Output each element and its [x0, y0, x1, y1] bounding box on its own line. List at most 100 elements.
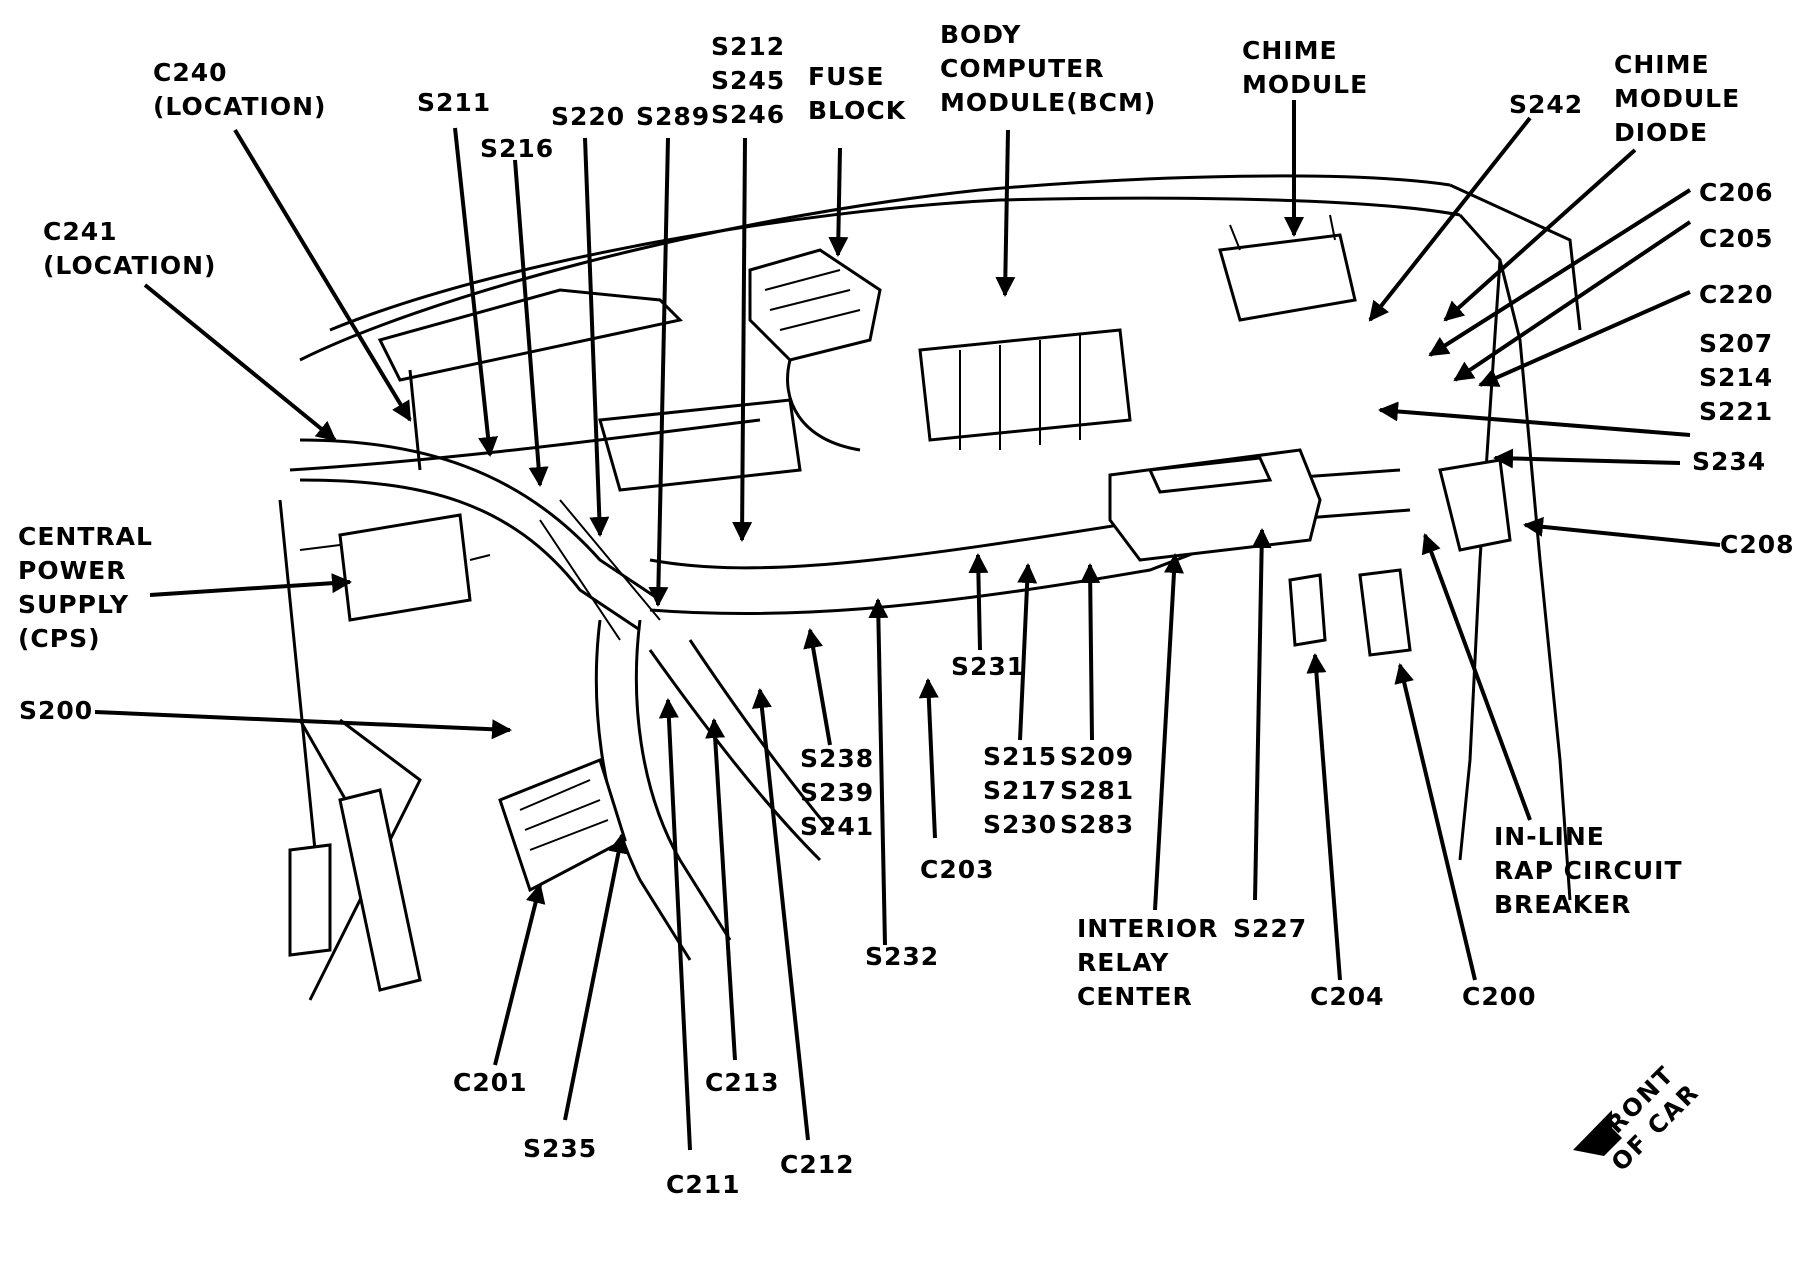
label-line: S200: [19, 696, 94, 725]
label-line: IN-LINE: [1494, 822, 1605, 851]
label-s200: S200: [19, 694, 93, 728]
label-line: S289: [636, 102, 711, 131]
label-line: SUPPLY: [18, 590, 130, 619]
label-line: C203: [920, 855, 995, 884]
label-c200: C200: [1462, 980, 1537, 1014]
label-line: MODULE: [1614, 84, 1741, 113]
label-line: (LOCATION): [43, 251, 217, 280]
label-c201: C201: [453, 1066, 528, 1100]
label-fuse-block: FUSE BLOCK: [808, 60, 906, 128]
relay-center-shape: [1108, 448, 1322, 562]
right-connectors: [1288, 458, 1512, 657]
label-c212: C212: [780, 1148, 855, 1182]
label-line: S209: [1060, 742, 1135, 771]
label-s209-group: S209 S281 S283: [1060, 740, 1134, 842]
label-line: CENTRAL: [18, 522, 153, 551]
fuse-block-shape: [748, 248, 882, 452]
label-c241: C241 (LOCATION): [43, 215, 216, 283]
label-line: S220: [551, 102, 626, 131]
label-s207-group: S207 S214 S221: [1699, 327, 1773, 429]
label-line: C208: [1720, 530, 1795, 559]
label-line: S238: [800, 744, 875, 773]
cps-shape: [299, 513, 491, 622]
label-line: S234: [1692, 447, 1767, 476]
label-line: RELAY: [1077, 948, 1170, 977]
label-s289: S289: [636, 100, 710, 134]
label-line: (CPS): [18, 624, 101, 653]
label-line: MODULE(BCM): [940, 88, 1157, 117]
label-line: DIODE: [1614, 118, 1709, 147]
lower-harness: [594, 619, 832, 961]
label-line: CHIME: [1242, 36, 1338, 65]
label-line: S207: [1699, 329, 1774, 358]
label-line: COMPUTER: [940, 54, 1105, 83]
label-line: S242: [1509, 90, 1584, 119]
label-line: C213: [705, 1068, 780, 1097]
label-c213: C213: [705, 1066, 780, 1100]
bcm-shape: [918, 328, 1132, 450]
label-c208: C208: [1720, 528, 1795, 562]
label-c205: C205: [1699, 222, 1774, 256]
label-line: INTERIOR: [1077, 914, 1219, 943]
label-cps: CENTRAL POWER SUPPLY (CPS): [18, 520, 153, 656]
label-s227: S227: [1233, 912, 1307, 946]
label-s235: S235: [523, 1132, 597, 1166]
label-s215-group: S215 S217 S230: [983, 740, 1057, 842]
label-chime-diode: CHIME MODULE DIODE: [1614, 48, 1740, 150]
label-line: CENTER: [1077, 982, 1193, 1011]
label-s232: S232: [865, 940, 939, 974]
label-line: C211: [666, 1170, 741, 1199]
label-s238-group: S238 S239 S241: [800, 742, 874, 844]
label-line: S283: [1060, 810, 1135, 839]
label-rap-breaker: IN-LINE RAP CIRCUIT BREAKER: [1494, 820, 1683, 922]
label-line: S231: [951, 652, 1026, 681]
chime-module-shape: [1218, 214, 1357, 322]
front-arrow-icon: [1573, 1110, 1622, 1156]
leader-arrows: [94, 100, 1721, 1151]
label-s231: S231: [951, 650, 1025, 684]
label-chime-module: CHIME MODULE: [1242, 34, 1368, 102]
label-line: C212: [780, 1150, 855, 1179]
label-c204: C204: [1310, 980, 1385, 1014]
label-line: S214: [1699, 363, 1774, 392]
label-line: S221: [1699, 397, 1774, 426]
label-line: BREAKER: [1494, 890, 1632, 919]
label-c240: C240 (LOCATION): [153, 56, 326, 124]
label-s234: S234: [1692, 445, 1766, 479]
label-line: S232: [865, 942, 940, 971]
label-c220: C220: [1699, 278, 1774, 312]
label-line: CHIME: [1614, 50, 1710, 79]
label-c203: C203: [920, 853, 995, 887]
label-line: MODULE: [1242, 70, 1369, 99]
label-s216: S216: [480, 132, 554, 166]
label-line: S246: [711, 100, 786, 129]
label-c206: C206: [1699, 176, 1774, 210]
label-line: RAP CIRCUIT: [1494, 856, 1683, 885]
label-s211: S211: [417, 86, 491, 120]
label-line: (LOCATION): [153, 92, 327, 121]
label-line: FUSE: [808, 62, 885, 91]
label-line: C241: [43, 217, 118, 246]
label-line: S230: [983, 810, 1058, 839]
label-line: C206: [1699, 178, 1774, 207]
label-line: S216: [480, 134, 555, 163]
label-line: S281: [1060, 776, 1135, 805]
pedal-shape: [288, 788, 422, 992]
label-line: S212: [711, 32, 786, 61]
label-line: S215: [983, 742, 1058, 771]
label-line: S227: [1233, 914, 1308, 943]
label-line: C220: [1699, 280, 1774, 309]
label-line: S217: [983, 776, 1058, 805]
label-line: S241: [800, 812, 875, 841]
label-line: C204: [1310, 982, 1385, 1011]
label-relay-center: INTERIOR RELAY CENTER: [1077, 912, 1218, 1014]
label-s242: S242: [1509, 88, 1583, 122]
label-line: S235: [523, 1134, 598, 1163]
label-line: BLOCK: [808, 96, 907, 125]
c201-shape: [498, 758, 627, 893]
label-line: S245: [711, 66, 786, 95]
label-line: BODY: [940, 20, 1022, 49]
label-line: POWER: [18, 556, 127, 585]
